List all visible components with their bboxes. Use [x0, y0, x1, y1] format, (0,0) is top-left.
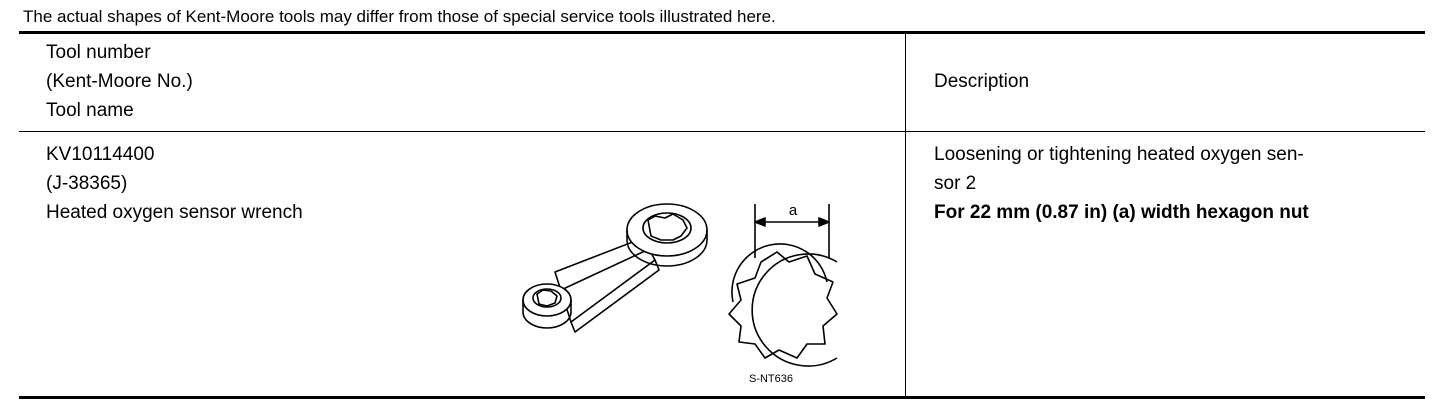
wrench-illustration: a S-NT636 — [522, 202, 838, 385]
tool-name: Heated oxygen sensor wrench — [46, 202, 303, 223]
header-description-cell: Description — [934, 67, 1029, 96]
row-description-cell: Loosening or tightening heated oxygen se… — [934, 140, 1414, 227]
wrench-large-ring — [626, 203, 708, 257]
description-line-2: sor 2 — [934, 173, 977, 194]
kent-moore-number: (J-38365) — [46, 173, 128, 194]
description-spec: For 22 mm (0.87 in) (a) width hexagon nu… — [934, 202, 1309, 223]
header-tool-cell: Tool number (Kent-Moore No.) Tool name — [46, 38, 193, 125]
figure-code: S-NT636 — [749, 373, 793, 385]
header-tool-number: Tool number — [46, 42, 151, 63]
table-column-divider — [905, 34, 906, 396]
row-tool-cell: KV10114400 (J-38365) Heated oxygen senso… — [46, 140, 303, 227]
header-tool-name: Tool name — [46, 100, 134, 121]
socket-cross-section — [751, 253, 838, 367]
disclaimer-note: The actual shapes of Kent-Moore tools ma… — [23, 7, 776, 26]
table-header-divider — [19, 131, 1425, 132]
header-description: Description — [934, 71, 1030, 92]
table-bottom-rule — [19, 396, 1425, 399]
table-top-rule — [19, 31, 1425, 34]
description-line-1: Loosening or tightening heated oxygen se… — [934, 144, 1304, 165]
dimension-label: a — [789, 202, 798, 219]
header-kent-moore-no: (Kent-Moore No.) — [46, 71, 193, 92]
tool-number: KV10114400 — [46, 144, 155, 165]
